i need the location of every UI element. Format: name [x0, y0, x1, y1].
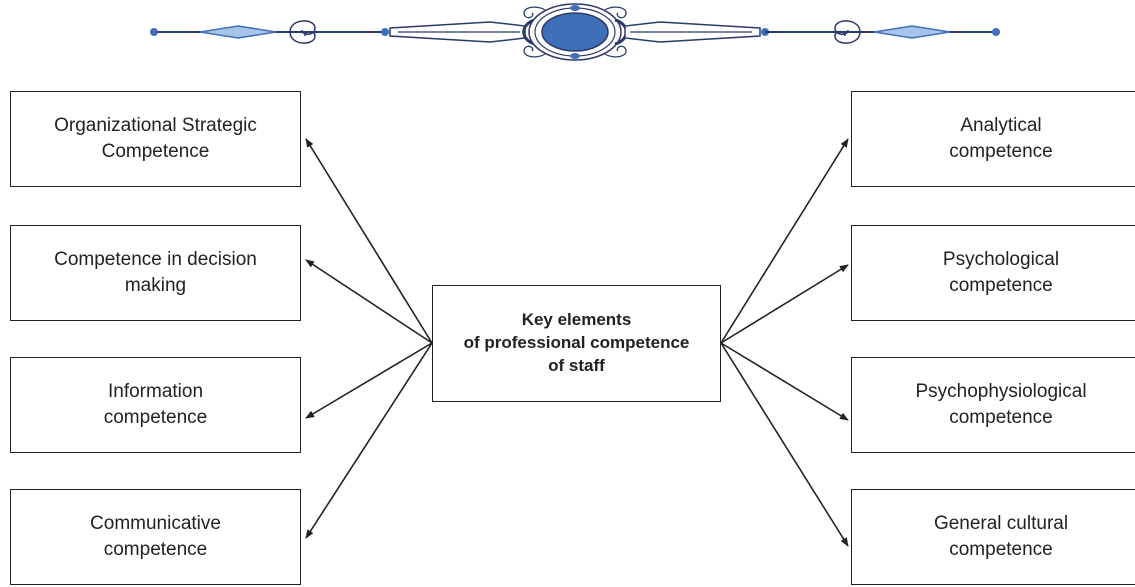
- ornament-dot-bottom: [570, 53, 580, 59]
- general-cultural-competence-label: General cultural competence: [933, 513, 1069, 560]
- org-strategic-competence-box: Organizational Strategic Competence: [10, 91, 301, 187]
- central-concept-box: Key elements of professional competence …: [432, 285, 721, 402]
- ornament-dot-top: [570, 5, 580, 11]
- ornament-diamond-right: [873, 25, 951, 39]
- central-concept-label: Key elements of professional competence …: [463, 310, 690, 375]
- psychophysiological-competence-box: Psychophysiological competence: [851, 357, 1135, 453]
- arrow-to-analytical: [720, 138, 849, 344]
- information-competence-label: Information competence: [103, 381, 208, 428]
- arrow-to-information: [305, 342, 433, 419]
- ornament-scroll-top-left: [523, 6, 546, 19]
- communicative-competence-label: Communicative competence: [90, 513, 221, 560]
- information-competence-box: Information competence: [10, 357, 301, 453]
- ornament-scroll-bottom-right: [604, 45, 627, 58]
- ornament-scroll-left: [289, 20, 316, 35]
- decision-making-competence-label: Competence in decision making: [54, 249, 257, 296]
- arrow-to-psychophysiological: [720, 342, 849, 421]
- ornament-dot-left-mid: [381, 28, 389, 36]
- general-cultural-competence-box: General cultural competence: [851, 489, 1135, 585]
- decorative-ornament: [150, 3, 1000, 61]
- decision-making-competence-box: Competence in decision making: [10, 225, 301, 321]
- arrow-to-communicative: [305, 342, 433, 539]
- ornament-medallion-core: [541, 12, 609, 52]
- ornament-dot-right-end: [992, 28, 1000, 36]
- ornament-scroll-left-lower: [289, 30, 316, 44]
- analytical-competence-box: Analytical competence: [851, 91, 1135, 187]
- ornament-scroll-bottom-left: [523, 45, 546, 58]
- arrow-to-decision-making: [305, 259, 433, 344]
- ornament-scroll-right: [834, 20, 861, 35]
- arrow-to-psychological: [720, 264, 849, 344]
- ornament-dot-left-end: [150, 28, 158, 36]
- ornament-scroll-right-lower: [834, 30, 861, 44]
- communicative-competence-box: Communicative competence: [10, 489, 301, 585]
- ornament-scroll-top-right: [604, 6, 627, 19]
- arrow-to-org-strategic: [305, 138, 433, 344]
- psychological-competence-box: Psychological competence: [851, 225, 1135, 321]
- org-strategic-competence-label: Organizational Strategic Competence: [54, 115, 257, 162]
- arrow-to-general-cultural: [720, 342, 849, 547]
- ornament-diamond-left: [199, 25, 277, 39]
- psychophysiological-competence-label: Psychophysiological competence: [915, 381, 1087, 428]
- analytical-competence-label: Analytical competence: [949, 115, 1053, 162]
- psychological-competence-label: Psychological competence: [942, 249, 1060, 296]
